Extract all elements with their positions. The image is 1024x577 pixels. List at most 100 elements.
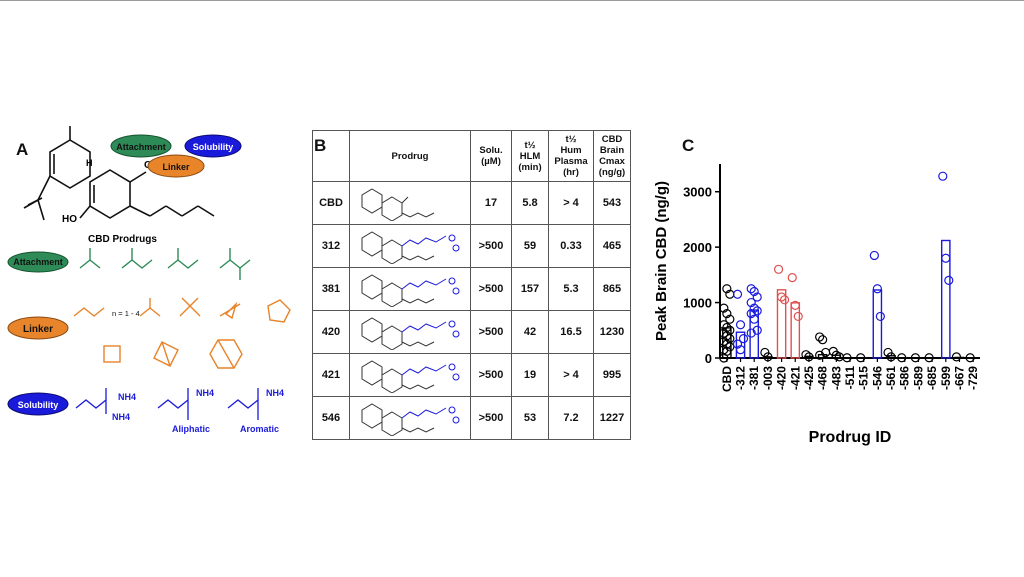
data-point — [815, 350, 825, 360]
data-point — [746, 297, 756, 308]
data-point — [746, 309, 756, 319]
data-point — [752, 292, 762, 302]
x-tick-label: -667 — [952, 366, 966, 390]
table-header-solu: Solu.(µM) — [470, 130, 512, 182]
structure-drawing — [361, 273, 460, 308]
svg-text:Attachment: Attachment — [116, 142, 166, 152]
peak-brain-cbd-chart: 0100020003000CBD-312-381-003-420-421-425… — [653, 164, 980, 446]
table-cell-solu: >500 — [470, 310, 512, 354]
solubility-groups — [75, 388, 259, 420]
table-cell-cmax: 1230 — [593, 310, 631, 354]
table-cell-id: CBD — [312, 181, 350, 225]
table-cell-id: 421 — [312, 353, 350, 397]
data-point — [872, 284, 882, 294]
x-tick-label: -546 — [870, 366, 884, 390]
x-tick-label: -561 — [884, 366, 898, 390]
svg-text:Linker: Linker — [162, 162, 190, 172]
table-cell-solu: 17 — [470, 181, 512, 225]
data-point — [776, 292, 787, 302]
table-cell-solu: >500 — [470, 224, 512, 268]
data-point — [746, 284, 756, 294]
x-tick-label: -589 — [911, 366, 925, 390]
data-point — [897, 353, 907, 363]
sol2-nh4: NH4 — [196, 388, 214, 398]
data-point — [735, 345, 746, 355]
svg-text:Solubility: Solubility — [18, 400, 59, 410]
x-tick-label: -312 — [734, 366, 748, 390]
structure-drawing — [361, 230, 460, 265]
y-axis-label: Peak Brain CBD (ng/g) — [653, 181, 670, 341]
data-point — [910, 353, 921, 363]
panel-c-letter: C — [682, 136, 695, 155]
x-tick-label: -515 — [857, 366, 871, 390]
top-border — [0, 0, 1024, 1]
data-point — [938, 171, 948, 181]
solubility-bubble: Solubility — [184, 134, 242, 158]
data-point — [749, 286, 759, 297]
ho-label: HO — [62, 214, 77, 225]
attachment-bubble: Attachment — [110, 134, 172, 158]
x-tick-label: -511 — [843, 366, 857, 390]
cbd-prodrugs-caption: CBD Prodrugs — [88, 234, 157, 245]
table-cell-structure — [349, 396, 471, 440]
table-cell-plasma: > 4 — [548, 353, 594, 397]
table-cell-cmax: 995 — [593, 353, 631, 397]
y-tick-label: 1000 — [683, 296, 712, 311]
data-point — [801, 350, 811, 360]
data-point — [924, 353, 934, 363]
data-point — [722, 284, 732, 294]
table-cell-structure — [349, 224, 471, 268]
table-cell-plasma: > 4 — [548, 181, 594, 225]
data-point — [752, 306, 762, 316]
linker-n-label: n = 1 - 4 — [112, 309, 140, 318]
data-point — [965, 353, 975, 363]
data-point — [752, 325, 762, 335]
table-cell-solu: >500 — [470, 396, 512, 440]
x-tick-label: -381 — [747, 366, 761, 390]
x-tick-label: -420 — [775, 366, 789, 390]
data-point — [746, 328, 756, 338]
data-point — [722, 346, 732, 356]
linker-bubble: Linker — [147, 154, 205, 178]
bar — [954, 356, 965, 359]
data-point — [869, 250, 879, 261]
structure-drawing — [361, 316, 460, 351]
data-point — [749, 303, 759, 313]
svg-text:Linker: Linker — [23, 324, 53, 335]
table-cell-cmax: 543 — [593, 181, 631, 225]
data-point — [790, 300, 800, 310]
table-cell-structure — [349, 181, 471, 225]
svg-text:Attachment: Attachment — [13, 257, 63, 267]
data-point — [944, 275, 954, 285]
x-tick-label: -425 — [802, 366, 816, 390]
x-tick-label: -685 — [925, 366, 939, 390]
h-label: H — [86, 158, 93, 168]
table-cell-id: 546 — [312, 396, 350, 440]
sol3-aromatic: Aromatic — [240, 424, 279, 434]
data-point — [842, 353, 852, 363]
sol1-nh4-2: NH4 — [112, 412, 130, 422]
table-cell-structure — [349, 353, 471, 397]
y-tick-label: 2000 — [683, 240, 712, 255]
table-cell-structure — [349, 310, 471, 354]
table-cell-plasma: 7.2 — [548, 396, 594, 440]
structure-drawing — [361, 359, 460, 394]
data-point — [875, 311, 885, 322]
bar — [872, 289, 883, 359]
bar — [763, 356, 773, 359]
x-tick-label: -483 — [829, 366, 843, 390]
data-point — [722, 339, 732, 349]
table-cell-hlm: 53 — [511, 396, 549, 440]
table-cell-plasma: 5.3 — [548, 267, 594, 311]
data-point — [773, 264, 784, 274]
x-tick-label: -586 — [898, 366, 912, 390]
data-point — [735, 320, 746, 330]
panel-a-schematic: H O HO CBD Prodrugs Attachment Solubilit… — [7, 126, 291, 434]
table-cell-id: 381 — [312, 267, 350, 311]
table-cell-hlm: 5.8 — [511, 181, 549, 225]
